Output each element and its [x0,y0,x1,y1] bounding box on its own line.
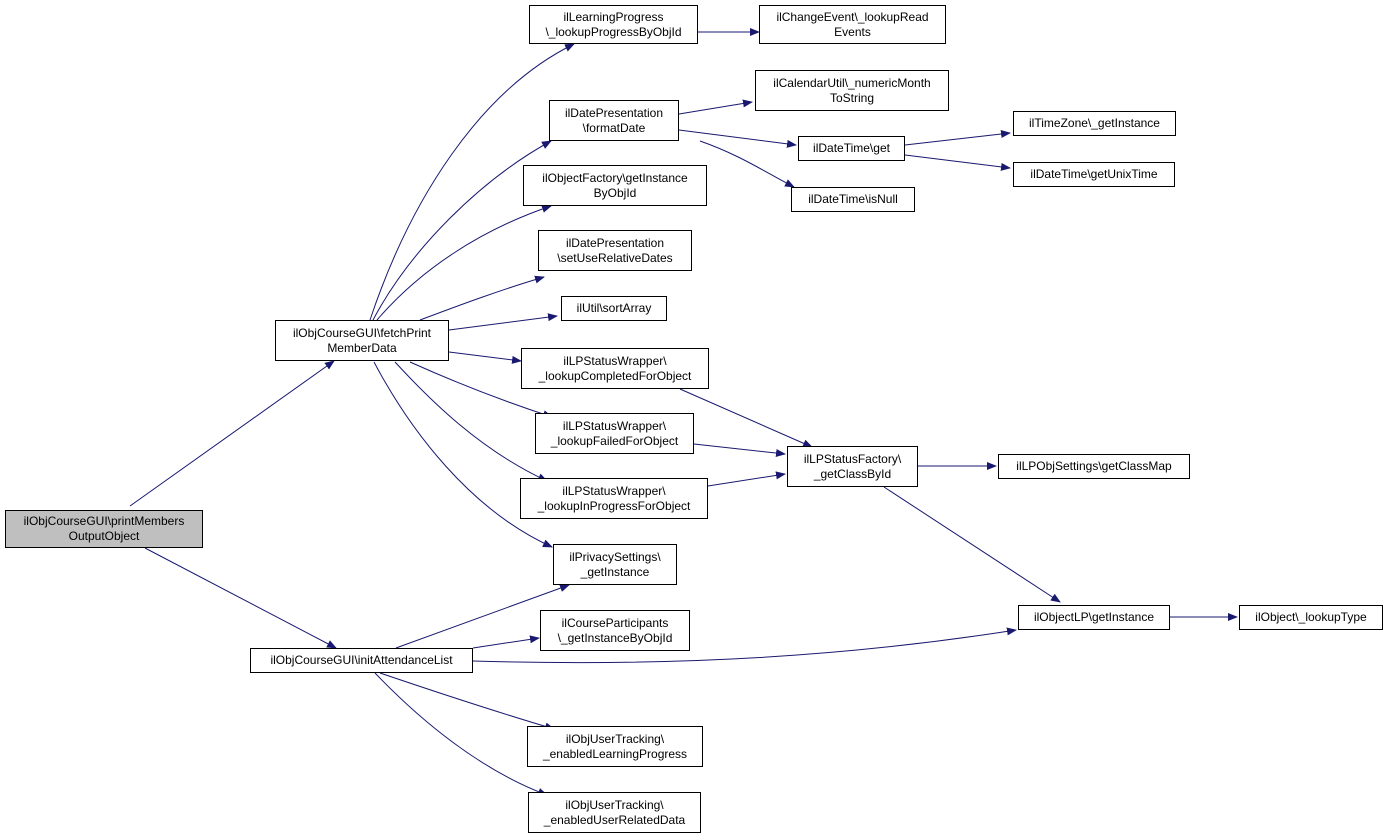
node-fetch[interactable]: ilObjCourseGUI\fetchPrint MemberData [275,320,449,361]
edge-lpcompleted-lpfactory [679,388,813,448]
node-privacy[interactable]: ilPrivacySettings\ _getInstance [553,544,677,585]
edge-formatdate-calutil [678,99,753,115]
node-objectlp[interactable]: ilObjectLP\getInstance [1018,605,1170,630]
edge-root-fetch [129,360,335,507]
node-lpobjsettings[interactable]: ilLPObjSettings\getClassMap [998,454,1190,479]
node-lpcompleted[interactable]: ilLPStatusWrapper\ _lookupCompletedForOb… [521,348,709,389]
node-lpinprogress-line1: ilLPStatusWrapper\ [562,483,666,498]
edge-fetch-lpfailed [409,361,553,419]
node-usertrackingdata-line1: ilObjUserTracking\ [565,797,664,812]
node-lookuptype[interactable]: ilObject\_lookupType [1239,605,1383,630]
node-formatdate-line1: ilDatePresentation [564,105,664,120]
node-lpobjsettings-line1: ilLPObjSettings\getClassMap [1016,459,1172,473]
node-lookupprog-line1: ilLearningProgress [563,9,664,24]
node-objfactory[interactable]: ilObjectFactory\getInstance ByObjId [523,165,707,206]
edge-dtget-unixtime [904,154,1011,171]
node-lpcompleted-line1: ilLPStatusWrapper\ [563,353,667,368]
node-isnull-line1: ilDateTime\isNull [808,192,898,206]
node-formatdate[interactable]: ilDatePresentation \formatDate [549,100,679,141]
node-lpfailed[interactable]: ilLPStatusWrapper\ _lookupFailedForObjec… [535,413,694,454]
edge-initatt-courseparts [472,635,540,649]
edge-lpfailed-lpfactory [693,443,786,457]
node-lpfactory-line1: ilLPStatusFactory\ [803,451,902,466]
node-lpinprogress-line2: _lookupInProgressForObject [537,498,691,513]
node-setrel-line2: \setUseRelativeDates [557,250,673,265]
node-objfactory-line2: ByObjId [593,185,637,200]
edge-lpfactory-objectlp [883,486,1061,603]
edge-fetch-setrel [419,275,545,321]
node-privacy-line2: _getInstance [580,564,650,579]
edge-formatdate-dtget [678,129,797,148]
node-fetch-line2: MemberData [327,340,397,355]
node-dtget-line1: ilDateTime\get [813,141,890,155]
node-tzinst-line1: ilTimeZone\_getInstance [1029,116,1160,130]
node-tzinst[interactable]: ilTimeZone\_getInstance [1013,111,1176,136]
node-setrel[interactable]: ilDatePresentation \setUseRelativeDates [538,230,692,271]
node-usertrackingdata-line2: _enabledUserRelatedData [543,812,686,827]
node-sortarray[interactable]: ilUtil\sortArray [561,296,667,321]
node-setrel-line1: ilDatePresentation [565,235,665,250]
node-lpfactory[interactable]: ilLPStatusFactory\ _getClassById [787,446,918,487]
node-usertrackingdata[interactable]: ilObjUserTracking\ _enabledUserRelatedDa… [528,792,701,833]
edge-root-initatt [144,547,337,649]
node-lpinprogress[interactable]: ilLPStatusWrapper\ _lookupInProgressForO… [520,478,708,519]
node-changeevent-line2: Events [834,24,871,39]
node-lpfailed-line2: _lookupFailedForObject [550,433,679,448]
node-initatt[interactable]: ilObjCourseGUI\initAttendanceList [250,648,473,673]
node-lpfailed-line1: ilLPStatusWrapper\ [562,418,667,433]
node-calutil[interactable]: ilCalendarUtil\_numericMonth ToString [755,70,949,111]
node-objectlp-line1: ilObjectLP\getInstance [1033,610,1155,624]
edge-fetch-lpinprogress [394,361,548,482]
node-privacy-line1: ilPrivacySettings\ [569,549,661,564]
node-sortarray-line1: ilUtil\sortArray [576,301,652,315]
node-unixtime-line1: ilDateTime\getUnixTime [1030,167,1158,181]
node-changeevent[interactable]: ilChangeEvent\_lookupRead Events [759,5,946,44]
node-dtget[interactable]: ilDateTime\get [798,136,905,161]
node-objfactory-line1: ilObjectFactory\getInstance [542,170,688,185]
node-initatt-line1: ilObjCourseGUI\initAttendanceList [270,653,453,667]
node-usertrackinglp-line1: ilObjUserTracking\ [565,731,665,746]
edge-fetch-formatdate [372,140,552,321]
node-lpcompleted-line2: _lookupCompletedForObject [538,368,692,383]
node-root-line1: ilObjCourseGUI\printMembers [23,514,185,528]
edge-initatt-usertrackinglp [379,672,555,731]
node-calutil-line2: ToString [829,90,875,105]
edge-dtget-tzinst [904,130,1011,146]
node-lpfactory-line2: _getClassById [813,466,892,481]
edge-fetch-sortarray [448,313,558,331]
node-isnull[interactable]: ilDateTime\isNull [791,187,915,212]
edge-fetch-lpcompleted [448,351,522,364]
node-courseparts-line2: \_getInstanceByObjId [557,630,673,645]
edge-initatt-objectlp [472,627,1017,664]
node-courseparts[interactable]: ilCourseParticipants \_getInstanceByObjI… [540,610,690,651]
node-changeevent-line1: ilChangeEvent\_lookupRead [776,9,929,24]
node-usertrackinglp[interactable]: ilObjUserTracking\ _enabledLearningProgr… [527,726,703,767]
edge-initatt-usertrackingdata [374,672,548,796]
node-lookuptype-line1: ilObject\_lookupType [1255,610,1367,624]
edge-formatdate-isnull [699,140,795,188]
edge-fetch-privacy [373,361,553,548]
node-fetch-line1: ilObjCourseGUI\fetchPrint [292,325,432,340]
node-lookupprog[interactable]: ilLearningProgress \_lookupProgressByObj… [529,5,698,44]
node-courseparts-line1: ilCourseParticipants [561,615,669,630]
edge-fetch-objfactory [376,205,552,321]
edge-lpinprogress-lpfactory [707,471,786,487]
edge-initatt-privacy [395,584,570,649]
node-unixtime[interactable]: ilDateTime\getUnixTime [1013,162,1175,187]
node-root-line2: OutputObject [68,529,140,543]
node-lookupprog-line2: \_lookupProgressByObjId [545,24,682,39]
node-usertrackinglp-line2: _enabledLearningProgress [542,746,688,761]
edge-fetch-lookupprog [369,43,575,321]
node-calutil-line1: ilCalendarUtil\_numericMonth [773,75,931,90]
node-formatdate-line2: \formatDate [582,120,646,135]
node-root: ilObjCourseGUI\printMembers OutputObject [5,510,203,548]
